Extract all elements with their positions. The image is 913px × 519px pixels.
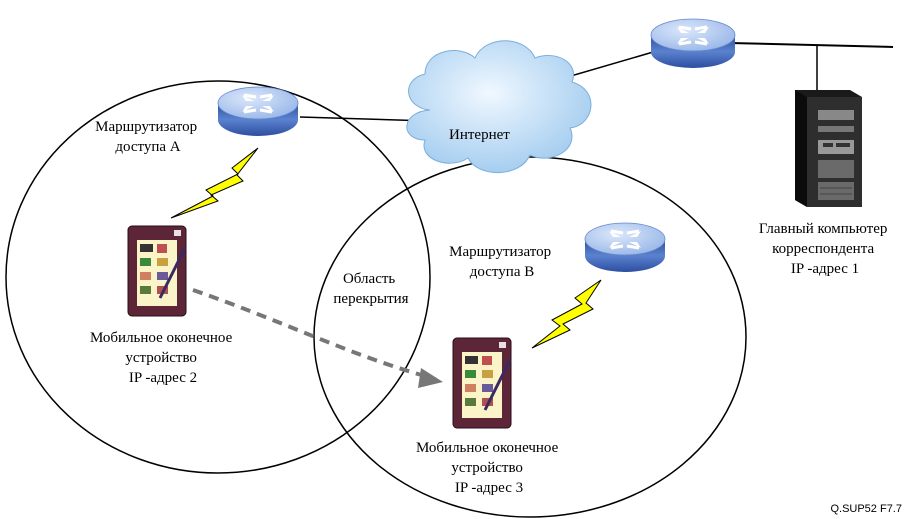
mobile-left-label: Мобильное оконечное устройство IP -адрес… xyxy=(90,330,236,386)
wireless-link-b-icon xyxy=(531,279,602,349)
internet-cloud xyxy=(406,40,592,174)
router-a-label: Маршрутизатор доступа A xyxy=(95,119,201,155)
internet-label: Интернет xyxy=(449,127,510,143)
correspondent-host-label: Главный компьютер корреспондента IP -адр… xyxy=(759,221,891,277)
coverage-area-b xyxy=(313,156,747,518)
router-b-label: Маршрутизатор доступа B xyxy=(449,244,555,280)
link-router-top-backbone xyxy=(729,42,894,48)
server-icon xyxy=(795,90,862,207)
router-top-icon xyxy=(650,18,736,68)
handover-arrow xyxy=(192,288,443,388)
router-a-icon xyxy=(217,86,299,136)
router-b-icon xyxy=(584,222,666,272)
wireless-link-a-icon xyxy=(170,147,259,219)
mobile-device-right-icon xyxy=(452,337,512,429)
coverage-area-a xyxy=(5,80,431,474)
overlap-area-label: Область перекрытия xyxy=(333,271,408,307)
figure-reference: Q.SUP52 F7.7 xyxy=(830,503,902,515)
mobile-device-left-icon xyxy=(127,225,187,317)
mobile-right-label: Мобильное оконечное устройство IP -адрес… xyxy=(416,440,562,496)
